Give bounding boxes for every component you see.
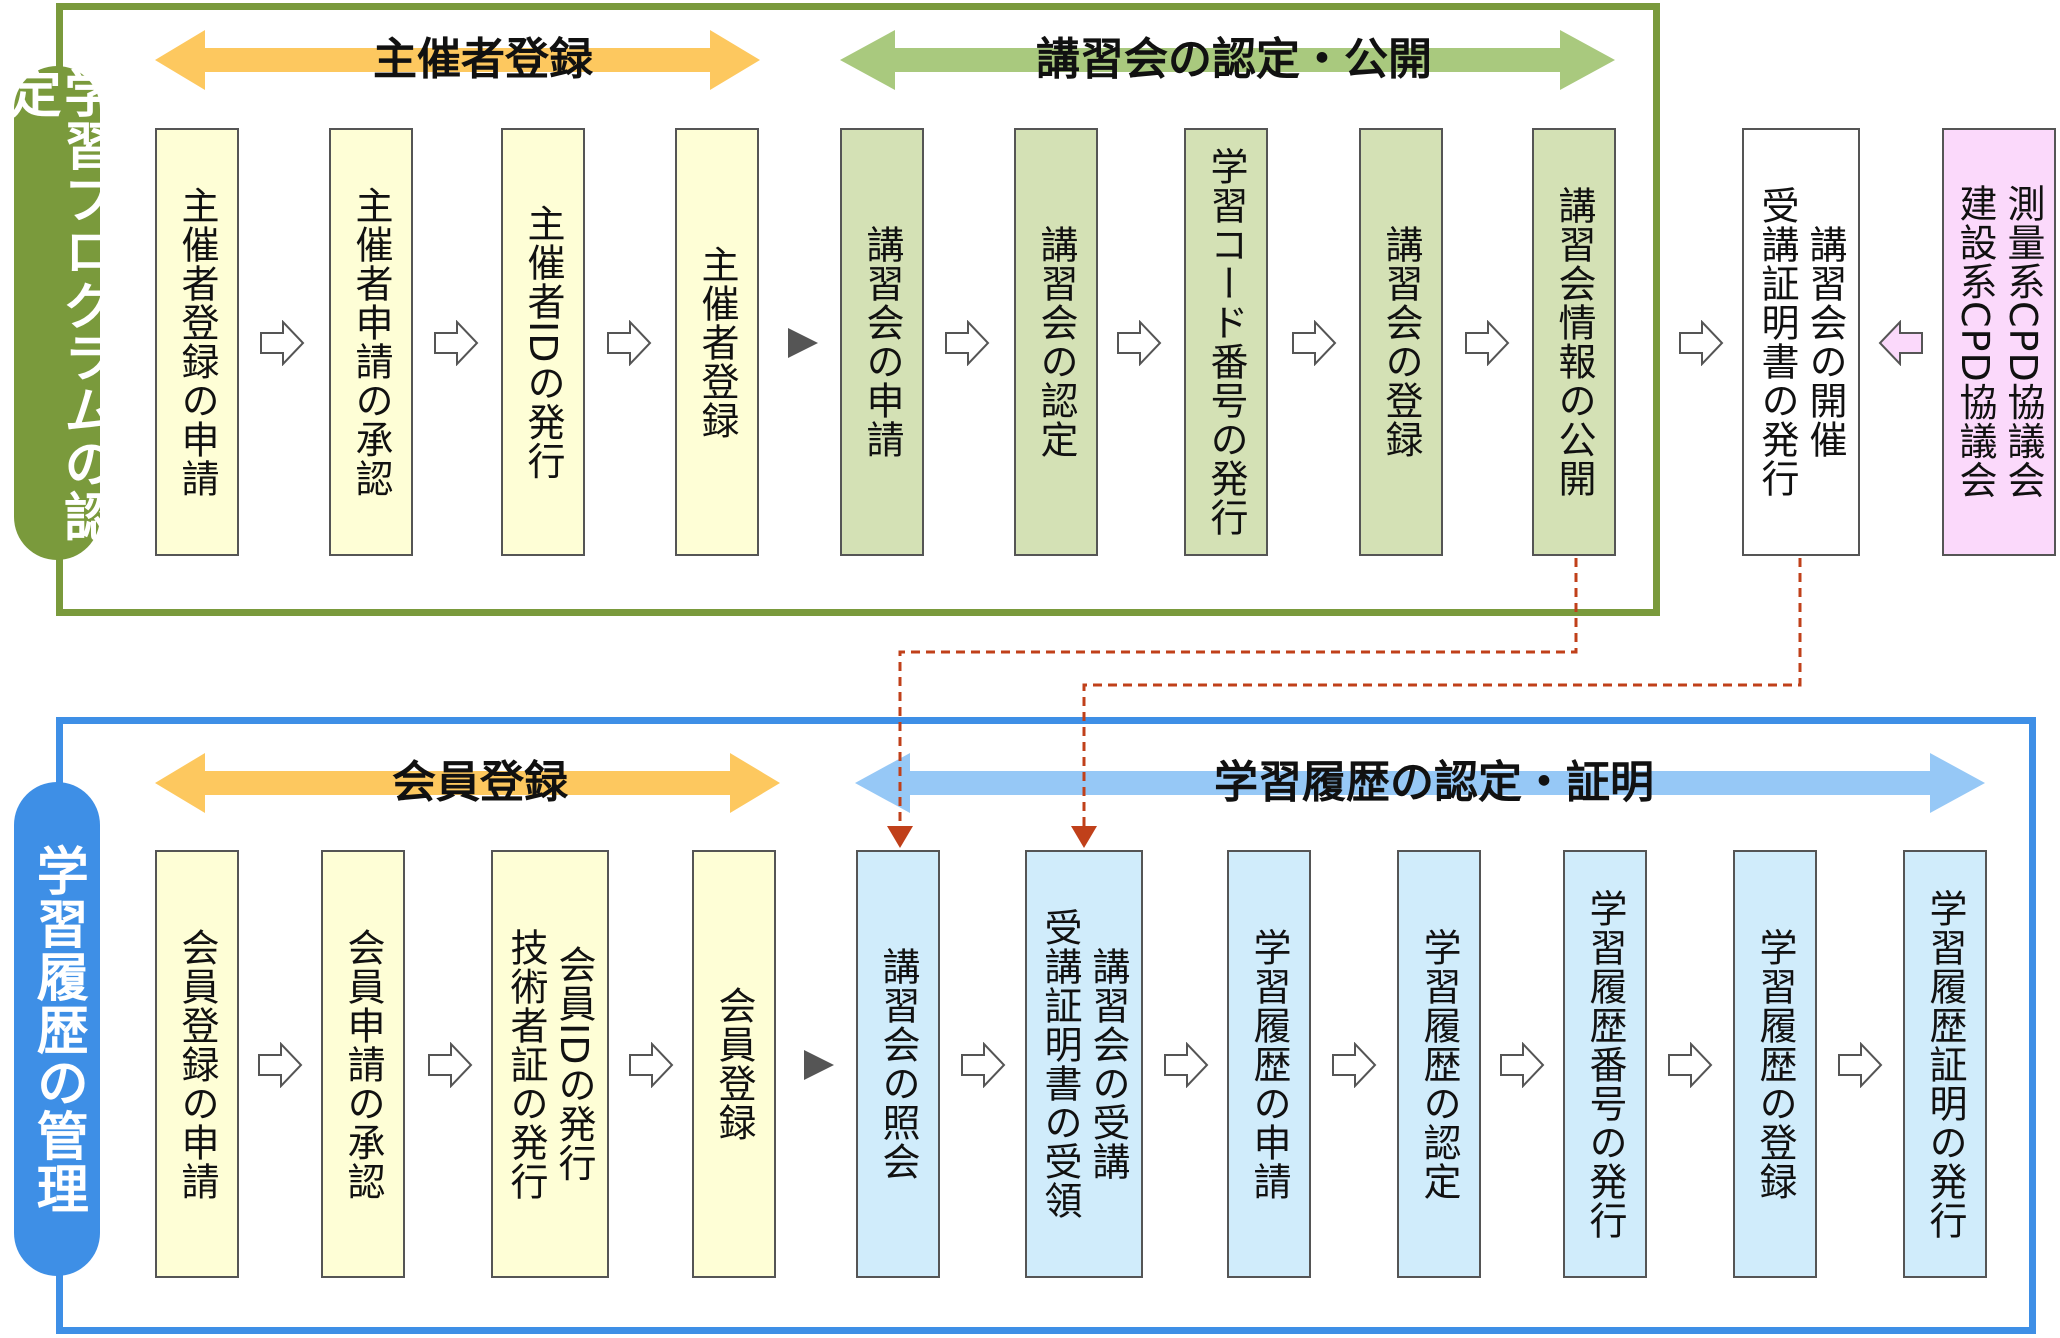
step-text: 主催者登録 [695, 244, 739, 440]
flow-arrow-icon [1117, 320, 1162, 366]
history-certification-banner-arrow [855, 753, 1985, 813]
flow-arrow-icon [945, 320, 990, 366]
step-organizer-registered: 主催者登録 [675, 128, 759, 556]
step-text: 主催者申請の承認 [349, 186, 393, 498]
play-triangle-icon [788, 328, 818, 358]
play-triangle-icon [804, 1050, 834, 1080]
step-course-certification: 講習会の認定 [1014, 128, 1098, 556]
step-text-line-1: 会員IDの発行 [552, 945, 596, 1183]
step-history-certificate-issue: 学習履歴証明の発行 [1903, 850, 1987, 1278]
step-text: 講習会の登録 [1379, 225, 1423, 459]
flow-arrow-icon [428, 1042, 473, 1088]
step-text-line-2: 技術者証の発行 [504, 927, 548, 1201]
dashed-link-certificate-head [1071, 826, 1097, 848]
flow-arrow-icon [1668, 1042, 1713, 1088]
step-organizer-id-issue: 主催者IDの発行 [501, 128, 585, 556]
organizer-registration-banner-arrow [155, 30, 760, 90]
step-course-attendance-certificate-received: 講習会の受講 受講証明書の受領 [1025, 850, 1143, 1278]
step-text: 学習履歴番号の発行 [1583, 888, 1627, 1240]
step-member-registered: 会員登録 [692, 850, 776, 1278]
step-member-application: 会員登録の申請 [155, 850, 239, 1278]
step-member-approval: 会員申請の承認 [321, 850, 405, 1278]
step-organizer-application: 主催者登録の申請 [155, 128, 239, 556]
flow-arrow-icon [607, 320, 652, 366]
flow-arrow-icon [434, 320, 479, 366]
step-history-registration: 学習履歴の登録 [1733, 850, 1817, 1278]
step-text-line-2: 受講証明書の発行 [1755, 186, 1799, 498]
cpd-councils-box: 測量系CPD協議会 建設系CPD協議会 [1942, 128, 2056, 556]
course-certification-banner-arrow [840, 30, 1615, 90]
flow-arrow-icon [1838, 1042, 1883, 1088]
dashed-link-certificate [1082, 558, 1802, 840]
step-text: 学習履歴証明の発行 [1923, 888, 1967, 1240]
step-text: 講習会の申請 [860, 225, 904, 459]
step-text: 学習履歴の登録 [1753, 927, 1797, 1201]
flow-arrow-icon [1679, 320, 1724, 366]
step-text: 講習会の認定 [1034, 225, 1078, 459]
step-text: 主催者登録の申請 [175, 186, 219, 498]
flow-arrow-icon [629, 1042, 674, 1088]
step-history-certification: 学習履歴の認定 [1397, 850, 1481, 1278]
step-course-inquiry: 講習会の照会 [856, 850, 940, 1278]
history-certification-title: 学習履歴の認定・証明 [1214, 757, 1654, 808]
step-learning-code-issue: 学習コード番号の発行 [1184, 128, 1268, 556]
step-course-info-publish: 講習会情報の公開 [1532, 128, 1616, 556]
step-text: 会員登録 [712, 986, 756, 1142]
step-text: 学習履歴の認定 [1417, 927, 1461, 1201]
step-organizer-approval: 主催者申請の承認 [329, 128, 413, 556]
step-course-application: 講習会の申請 [840, 128, 924, 556]
step-text-line-2: 受講証明書の受領 [1038, 908, 1082, 1220]
step-text: 講習会の照会 [876, 947, 920, 1181]
member-registration-banner-arrow [155, 753, 780, 813]
flow-arrow-icon [258, 1042, 303, 1088]
learning-history-label: 学習履歴の管理 [14, 782, 100, 1276]
cpd-council-line-2: 建設系CPD協議会 [1953, 184, 1997, 500]
step-text: 主催者IDの発行 [521, 203, 565, 481]
flow-arrow-icon [1332, 1042, 1377, 1088]
step-text-line-1: 講習会の開催 [1803, 225, 1847, 459]
flow-arrow-icon [961, 1042, 1006, 1088]
step-text: 学習履歴の申請 [1247, 927, 1291, 1201]
step-text: 講習会情報の公開 [1552, 186, 1596, 498]
step-text: 学習コード番号の発行 [1204, 147, 1248, 537]
flow-arrow-icon [1500, 1042, 1545, 1088]
organizer-registration-title: 主催者登録 [373, 34, 593, 85]
course-certification-title: 講習会の認定・公開 [1036, 34, 1432, 85]
flow-arrow-icon [1292, 320, 1337, 366]
step-course-held-certificate-issued: 講習会の開催 受講証明書の発行 [1742, 128, 1860, 556]
step-course-registration: 講習会の登録 [1359, 128, 1443, 556]
dashed-link-course-info [898, 558, 1578, 840]
step-member-id-and-license-issue: 会員IDの発行 技術者証の発行 [491, 850, 609, 1278]
step-text: 会員登録の申請 [175, 927, 219, 1201]
step-text: 会員申請の承認 [341, 927, 385, 1201]
step-history-application: 学習履歴の申請 [1227, 850, 1311, 1278]
step-text-line-1: 講習会の受講 [1086, 947, 1130, 1181]
member-registration-title: 会員登録 [392, 757, 568, 808]
step-history-number-issue: 学習履歴番号の発行 [1563, 850, 1647, 1278]
flow-arrow-icon [1164, 1042, 1209, 1088]
flow-arrow-icon [1465, 320, 1510, 366]
flow-arrow-icon [260, 320, 305, 366]
dashed-link-course-info-head [887, 826, 913, 848]
cpd-council-line-1: 測量系CPD協議会 [2001, 184, 2045, 500]
left-flow-arrow-icon [1878, 320, 1923, 366]
